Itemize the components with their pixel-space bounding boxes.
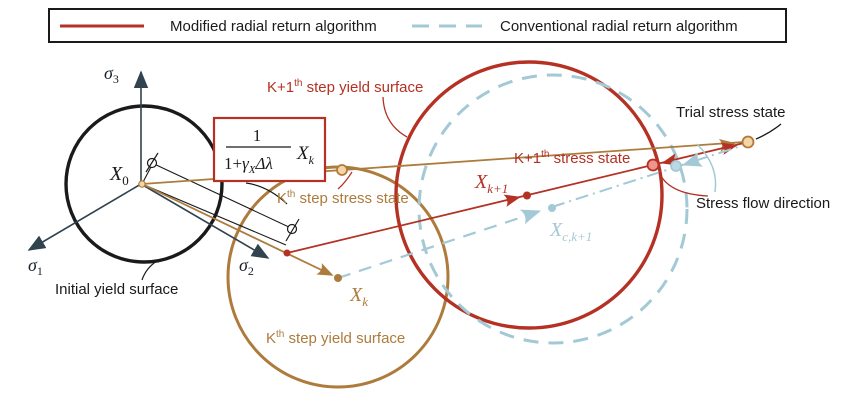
initial-yield-label: Initial yield surface: [55, 281, 178, 298]
xck1-label: Xc,k+1: [549, 219, 592, 244]
scaling-formula-box: [212, 116, 327, 183]
sigma2-label: σ2: [239, 255, 254, 278]
kth-yield-label: Kth step yield surface: [266, 329, 405, 347]
trial-stress-leader: [755, 123, 782, 140]
radius-annotation-line-upper: [151, 162, 292, 229]
k1-stress-label: K+1th stress state: [514, 149, 630, 167]
radius-annotation-line-lower: [141, 183, 287, 246]
sigma1-axis: [27, 183, 142, 251]
initial-yield-surface-circle: [64, 104, 224, 264]
congruence-mark-tick-2: [285, 218, 300, 242]
conventional-return-dashed-line: [337, 208, 546, 280]
legend-modified-label: Modified radial return algorithm: [170, 18, 377, 35]
trial-stress-label: Trial stress state: [676, 104, 785, 121]
legend-conventional-label: Conventional radial return algorithm: [500, 18, 738, 35]
sigma2-axis: [140, 183, 270, 259]
initial-yield-leader: [141, 260, 158, 281]
trial-stress-point: [741, 135, 755, 149]
conventional-crossing-point: [670, 160, 682, 172]
x0-point: [138, 180, 146, 188]
k1-yield-leader: [382, 96, 408, 138]
scaled-backstress-point: [283, 249, 291, 257]
k1-step-yield-surface-circle: [394, 60, 664, 330]
sigma1-label: σ1: [28, 255, 43, 278]
congruence-mark-tick-1: [145, 152, 159, 173]
conventional-return-arrow-xck1: [519, 209, 542, 225]
k1-stress-point: [646, 158, 660, 172]
conventional-yield-surface-circle: [417, 73, 689, 345]
kth-stress-point: [336, 164, 348, 176]
stress-flow-label: Stress flow direction: [696, 195, 830, 212]
backstress-trial-arrow: [718, 139, 736, 152]
x0-to-xk-arrow: [141, 183, 334, 276]
stress-flow-leader-red: [658, 171, 709, 197]
kth-stress-leader: [337, 171, 353, 190]
modified-return-arrow-back: [661, 153, 679, 166]
modified-return-arrow-xk1: [503, 194, 521, 207]
x0-label: X0: [109, 163, 129, 188]
conventional-return-arrow-back: [681, 152, 704, 167]
legend: Modified radial return algorithm Convent…: [48, 8, 787, 43]
xk-point: [334, 274, 342, 282]
stress-flow-leader-blue: [696, 143, 717, 193]
conventional-return-dashdot-line: [551, 145, 742, 208]
modified-return-arrow-trial: [720, 142, 738, 155]
xk1-point: [523, 191, 531, 200]
xk1-label: Xk+1: [474, 171, 508, 196]
formula-xk: Xk: [296, 143, 315, 167]
formula-denominator: 1+γXΔλ: [224, 154, 273, 176]
k1-yield-label: K+1th step yield surface: [267, 78, 423, 96]
sigma3-label: σ3: [104, 63, 119, 86]
formula-numerator: 1: [253, 126, 262, 145]
xk-label: Xk: [349, 284, 368, 309]
xck1-point: [548, 204, 556, 212]
formula-leader: [245, 182, 288, 205]
kth-stress-label: Kth step stress state: [277, 189, 409, 207]
